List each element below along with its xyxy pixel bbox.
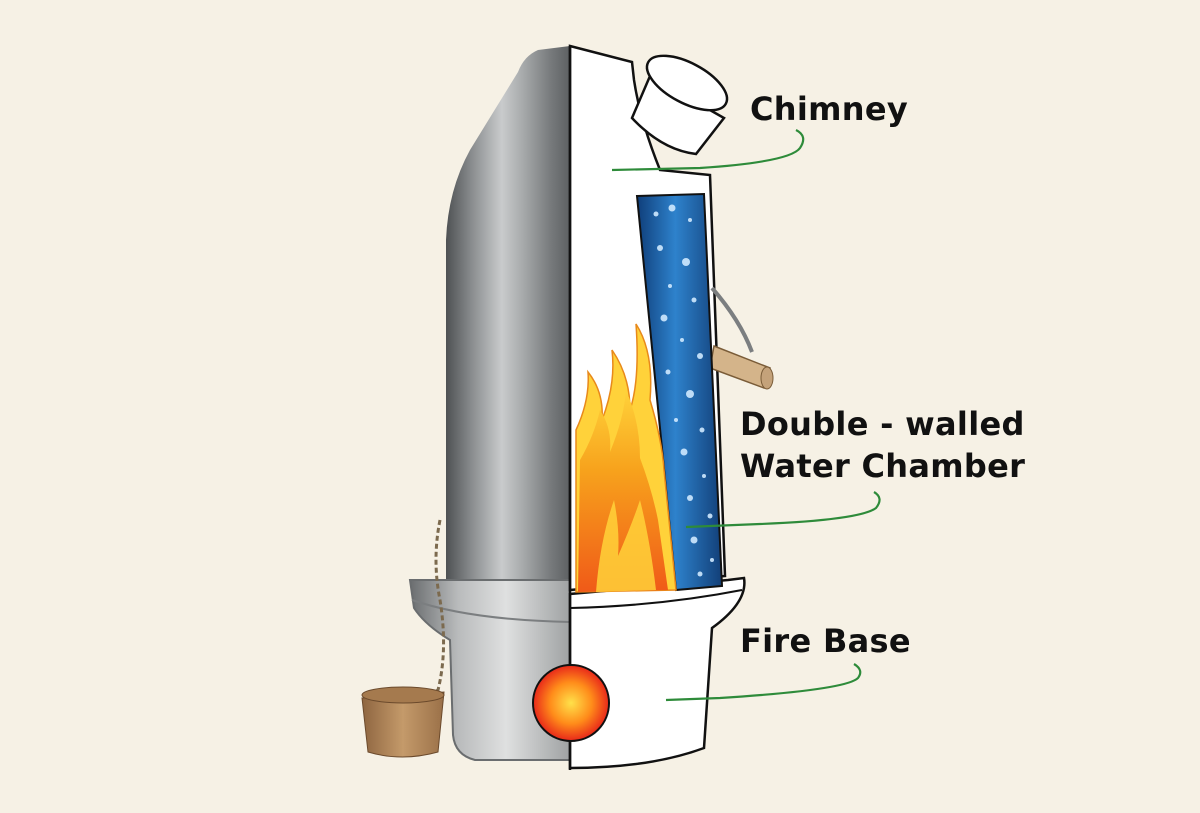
label-fire-base: Fire Base (740, 622, 911, 660)
kettle-body-icon (446, 46, 570, 590)
fire-base-steel (408, 579, 571, 761)
handle-grip-icon (709, 286, 774, 390)
leader-line-fire-base (665, 663, 862, 702)
flame-icon (575, 323, 677, 593)
label-water-chamber-line1: Double - walled (740, 405, 1025, 443)
leader-line-chimney (611, 129, 805, 172)
label-water-chamber: Double - walled Water Chamber (740, 403, 1025, 487)
label-water-chamber-line2: Water Chamber (740, 447, 1026, 485)
label-chimney: Chimney (750, 90, 909, 128)
fire-hole-icon (532, 664, 610, 742)
leader-line-water (685, 491, 881, 529)
chimney-cup-icon (630, 54, 729, 156)
cork-icon (361, 519, 446, 758)
